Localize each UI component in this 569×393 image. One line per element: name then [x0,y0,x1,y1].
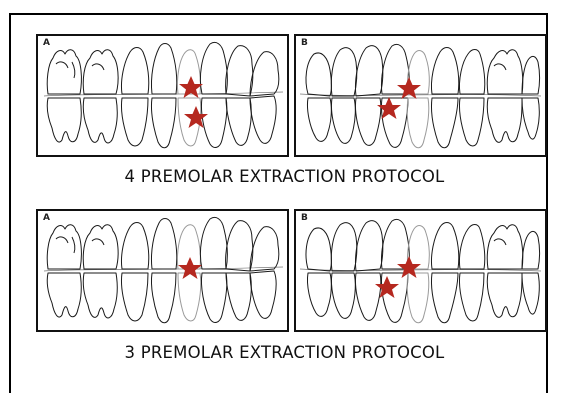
extraction-markers [296,36,545,155]
extraction-star [184,106,208,128]
extraction-markers [38,211,287,330]
extraction-star [397,77,421,99]
panel-3pm-b: B [294,209,547,332]
panel-4pm-b: B [294,34,547,157]
extraction-star [397,256,421,278]
extraction-star [179,76,203,98]
extraction-star [375,276,399,298]
section-caption: 4 PREMOLAR EXTRACTION PROTOCOL [0,167,569,186]
extraction-markers [38,36,287,155]
extraction-star [377,97,401,119]
panel-4pm-a: A [36,34,289,157]
panel-3pm-a: A [36,209,289,332]
extraction-star [178,257,202,279]
extraction-markers [296,211,545,330]
section-caption: 3 PREMOLAR EXTRACTION PROTOCOL [0,343,569,362]
